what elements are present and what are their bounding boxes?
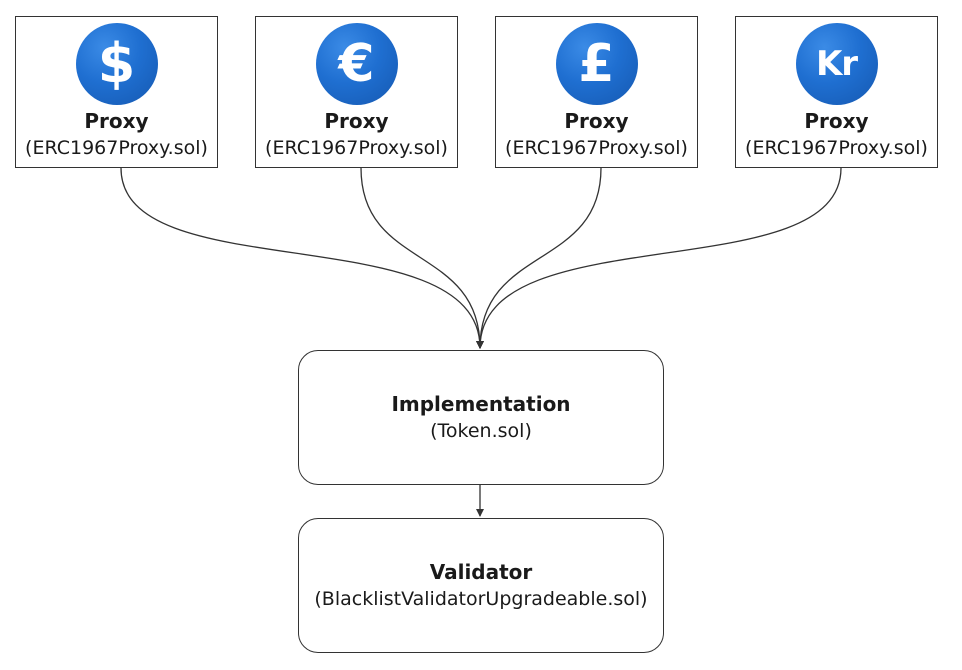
proxy-subtitle: (ERC1967Proxy.sol) xyxy=(745,137,928,159)
proxy-subtitle: (ERC1967Proxy.sol) xyxy=(265,137,448,159)
proxy-subtitle: (ERC1967Proxy.sol) xyxy=(505,137,688,159)
proxy-node-pound: £ Proxy (ERC1967Proxy.sol) xyxy=(495,16,698,168)
proxy-subtitle: (ERC1967Proxy.sol) xyxy=(25,137,208,159)
edge-proxy1-to-implementation xyxy=(120,167,484,349)
implementation-title: Implementation xyxy=(391,392,571,416)
pound-icon: £ xyxy=(555,23,638,105)
proxy-title: Proxy xyxy=(84,109,149,133)
dollar-icon: $ xyxy=(75,23,158,105)
validator-node: Validator (BlacklistValidatorUpgradeable… xyxy=(298,518,664,653)
edge-proxy3-to-implementation xyxy=(476,167,602,349)
edge-proxy2-to-implementation xyxy=(360,167,484,349)
validator-subtitle: (BlacklistValidatorUpgradeable.sol) xyxy=(314,588,648,610)
proxy-title: Proxy xyxy=(804,109,869,133)
proxy-node-euro: € Proxy (ERC1967Proxy.sol) xyxy=(255,16,458,168)
edge-proxy4-to-implementation xyxy=(476,167,842,349)
euro-icon: € xyxy=(315,23,398,105)
proxy-title: Proxy xyxy=(324,109,389,133)
implementation-node: Implementation (Token.sol) xyxy=(298,350,664,485)
validator-title: Validator xyxy=(429,560,533,584)
proxy-node-krone: Kr Proxy (ERC1967Proxy.sol) xyxy=(735,16,938,168)
proxy-node-dollar: $ Proxy (ERC1967Proxy.sol) xyxy=(15,16,218,168)
krone-icon: Kr xyxy=(795,23,878,105)
implementation-subtitle: (Token.sol) xyxy=(430,420,532,442)
proxy-title: Proxy xyxy=(564,109,629,133)
